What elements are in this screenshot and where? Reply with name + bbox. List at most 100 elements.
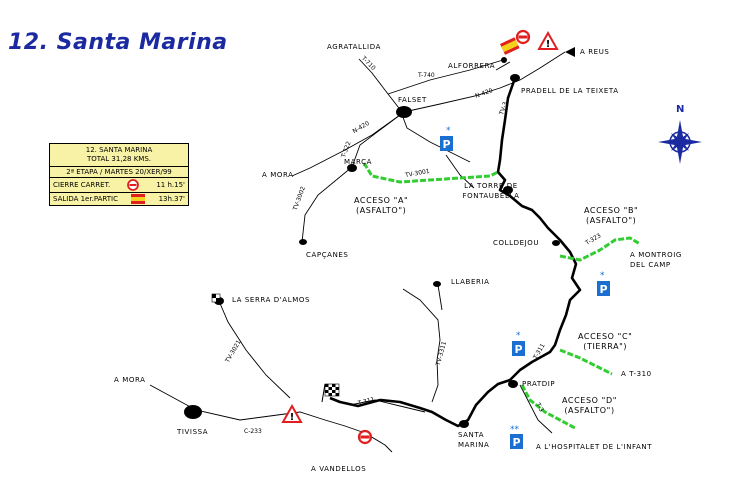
access-d-type: (ASFALTO") bbox=[564, 406, 615, 415]
compass-north-label: N bbox=[676, 104, 685, 115]
label-laserra: LA SERRA D'ALMOS bbox=[232, 296, 310, 304]
access-c-type: (TIERRA") bbox=[583, 342, 628, 351]
access-b-label: ACCESO "B" (ASFALTO") bbox=[584, 206, 638, 226]
access-c-path bbox=[559, 348, 613, 376]
finish-flag-icon bbox=[321, 383, 340, 403]
start-flag-icon bbox=[500, 37, 520, 55]
label-tivissa: TIVISSA bbox=[177, 428, 209, 436]
svg-text:**: ** bbox=[510, 425, 520, 435]
road-parking-a bbox=[445, 154, 475, 189]
label-agratallida: AGRATALLIDA bbox=[327, 43, 381, 51]
info-box: 12. SANTA MARINA TOTAL 31,28 KMS. 2ª ETA… bbox=[49, 143, 189, 206]
checkered-marker-icon bbox=[211, 293, 221, 303]
road-to-mora bbox=[291, 114, 401, 177]
svg-text:!: ! bbox=[290, 412, 295, 423]
road-llaberia bbox=[437, 284, 443, 311]
info-cierre-label: CIERRE CARRET. bbox=[53, 181, 111, 189]
race-route bbox=[329, 77, 582, 428]
access-d-title: ACCESO "D" bbox=[562, 396, 617, 405]
town-colldejou bbox=[552, 240, 560, 246]
road-c233 bbox=[149, 384, 366, 434]
access-b-title: ACCESO "B" bbox=[584, 206, 639, 215]
label-vandellos: A VANDELLOS bbox=[311, 465, 367, 473]
access-roads bbox=[362, 162, 641, 430]
access-a-title: ACCESO "A" bbox=[354, 196, 409, 205]
access-b-type: (ASFALTO") bbox=[585, 216, 637, 225]
label-latorre: LA TORRE DE FONTAUBELLA bbox=[462, 182, 520, 200]
road-n420-north bbox=[403, 79, 521, 113]
road-tv3021 bbox=[218, 300, 291, 399]
info-salida-time: 13h.37' bbox=[158, 195, 185, 203]
label-amora-bottom: A MORA bbox=[114, 376, 146, 384]
town-markers bbox=[184, 47, 575, 428]
label-at310: A T-310 bbox=[621, 370, 652, 378]
svg-text:*: * bbox=[600, 271, 605, 281]
label-colldejou: COLLDEJOU bbox=[493, 239, 540, 247]
warning-icon: ! bbox=[537, 30, 559, 50]
road-falset-latorre bbox=[400, 111, 471, 163]
no-entry-bottom-icon bbox=[357, 429, 373, 445]
road-hospitalet bbox=[519, 384, 553, 434]
label-santamarina: SANTA MARINA bbox=[458, 431, 490, 449]
access-c-label: ACCESO "C" (TIERRA") bbox=[578, 332, 632, 352]
info-line2: TOTAL 31,28 KMS. bbox=[87, 155, 151, 163]
town-pradell bbox=[510, 74, 520, 82]
town-tivissa bbox=[184, 405, 202, 419]
label-montroig: A MONTROIG DEL CAMP bbox=[630, 251, 682, 269]
road-to-reus bbox=[519, 51, 566, 81]
svg-text:P: P bbox=[599, 283, 607, 296]
arrow-reus bbox=[565, 47, 575, 57]
access-d-label: ACCESO "D" (ASFALTO") bbox=[562, 396, 617, 416]
flag-small-icon bbox=[131, 194, 146, 204]
compass-icon bbox=[658, 120, 702, 164]
road-t322 bbox=[301, 166, 353, 243]
info-line1: 12. SANTA MARINA bbox=[85, 146, 153, 154]
parking-b-icon: * P bbox=[597, 271, 610, 296]
label-llaberia: LLABERIA bbox=[451, 278, 490, 286]
road-t740 bbox=[387, 59, 504, 95]
svg-text:*: * bbox=[446, 126, 451, 136]
label-areus: A REUS bbox=[580, 48, 610, 56]
road-label-c233: C-233 bbox=[244, 428, 262, 435]
label-amora-top: A MORA bbox=[262, 171, 294, 179]
access-a-label: ACCESO "A" (ASFALTO") bbox=[354, 196, 408, 216]
town-pratdip bbox=[508, 380, 518, 388]
info-salida-label: SALIDA 1er.PARTIC bbox=[53, 195, 118, 203]
label-hospitalet: A L'HOSPITALET DE L'INFANT bbox=[536, 443, 653, 451]
warning-bottom-icon: ! bbox=[281, 403, 303, 423]
town-llaberia bbox=[433, 281, 441, 287]
info-stage-row: 2ª ETAPA / MARTES 20/XER/99 bbox=[50, 167, 188, 178]
label-alforrera: ALFORRERA bbox=[448, 62, 496, 70]
svg-text:*: * bbox=[516, 331, 521, 341]
access-c-title: ACCESO "C" bbox=[578, 332, 633, 341]
info-cierre-time: 11 h.15' bbox=[156, 181, 185, 189]
secondary-roads bbox=[149, 51, 566, 453]
info-header: 12. SANTA MARINA TOTAL 31,28 KMS. bbox=[50, 144, 188, 167]
label-falset: FALSET bbox=[398, 96, 427, 104]
parking-a-icon: * P bbox=[440, 126, 453, 151]
town-falset bbox=[396, 106, 412, 118]
road-t710 bbox=[358, 58, 403, 113]
svg-text:!: ! bbox=[546, 39, 551, 50]
town-latorre bbox=[503, 186, 513, 194]
info-salida-row: SALIDA 1er.PARTIC 13h.37' bbox=[50, 193, 188, 205]
svg-text:P: P bbox=[442, 138, 450, 151]
info-cierre-row: CIERRE CARRET. 11 h.15' bbox=[50, 178, 188, 193]
access-b-path bbox=[559, 236, 641, 262]
label-pradell: PRADELL DE LA TEIXETA bbox=[521, 87, 619, 95]
parking-c-icon: * P bbox=[512, 331, 525, 356]
label-pratdip: PRATDIP bbox=[522, 380, 556, 388]
map-title: 12. Santa Marina bbox=[8, 30, 228, 55]
access-a-type: (ASFALTO") bbox=[355, 206, 407, 215]
no-entry-icon bbox=[515, 29, 531, 45]
label-marca: MARÇA bbox=[344, 158, 373, 166]
town-marca bbox=[347, 164, 357, 172]
road-to-alforrera bbox=[495, 61, 511, 71]
svg-text:P: P bbox=[514, 343, 522, 356]
svg-text:P: P bbox=[512, 436, 520, 449]
access-a-path bbox=[362, 162, 499, 184]
parking-d-icon: ** P bbox=[510, 425, 523, 449]
town-santamarina bbox=[459, 420, 469, 428]
road-tv3311 bbox=[402, 288, 441, 403]
